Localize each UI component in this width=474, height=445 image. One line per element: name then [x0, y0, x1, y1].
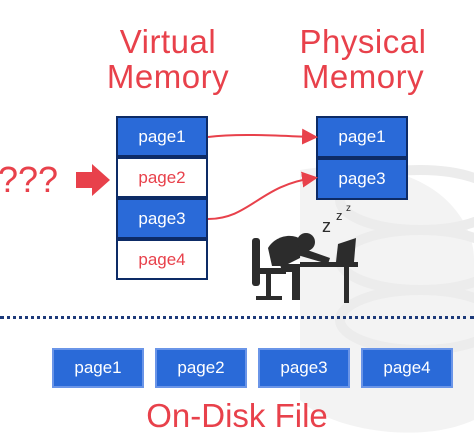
memory-disk-divider: [0, 316, 474, 319]
physical-memory-title-line2: Memory: [301, 58, 425, 95]
vm-page3: page3: [116, 198, 208, 239]
mapping-arrow-page3: [207, 171, 318, 220]
disk-page3: page3: [258, 348, 350, 388]
virtual-memory-title-line1: Virtual: [119, 23, 217, 60]
disk-page1: page1: [52, 348, 144, 388]
virtual-memory-title: Virtual Memory: [88, 24, 248, 94]
physical-memory-title: Physical Memory: [283, 24, 443, 94]
virtual-memory-title-line2: Memory: [106, 58, 230, 95]
request-question-marks: ???: [0, 159, 59, 200]
vm-page4: page4: [116, 239, 208, 280]
sleep-z-medium: z: [336, 208, 343, 223]
vm-page2: page2: [116, 157, 208, 198]
on-disk-file-title: On-Disk File: [146, 397, 328, 434]
sleep-z-large: z: [322, 216, 331, 236]
sleep-z-small: z: [346, 203, 351, 214]
mapping-arrow-page1: [207, 128, 318, 145]
pm-page1: page1: [316, 116, 408, 158]
vm-page1: page1: [116, 116, 208, 157]
disk-page4: page4: [361, 348, 453, 388]
request-arrow-icon: [76, 164, 110, 196]
disk-page2: page2: [155, 348, 247, 388]
physical-memory-title-line1: Physical: [299, 23, 427, 60]
sleeping-person-icon: [252, 233, 358, 303]
